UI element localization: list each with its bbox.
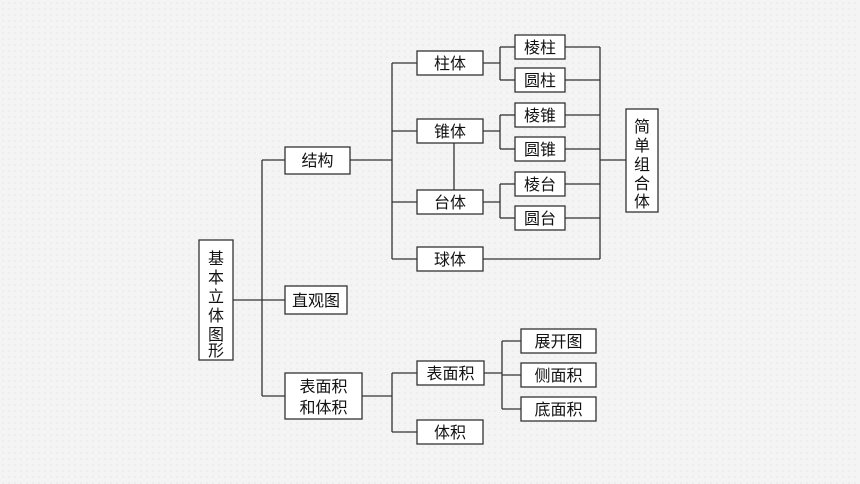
node-structure: 结构	[284, 146, 351, 175]
node-cone-label: 圆锥	[524, 140, 556, 159]
node-frustum-family: 台体	[416, 189, 484, 215]
root-char-1: 基	[208, 249, 224, 268]
node-cone-family: 锥体	[416, 118, 484, 144]
node-views: 直观图	[284, 285, 348, 315]
node-area-volume-line2: 和体积	[299, 398, 347, 417]
node-volume-label: 体积	[434, 423, 466, 442]
node-prism-family-label: 柱体	[434, 54, 466, 73]
node-sphere-label: 球体	[434, 250, 466, 269]
node-views-label: 直观图	[292, 291, 340, 310]
node-base-area-label: 底面积	[534, 400, 582, 419]
node-base-area: 底面积	[520, 396, 597, 422]
node-prism: 棱柱	[514, 34, 566, 60]
node-cone: 圆锥	[514, 136, 566, 162]
root-char-5: 图	[208, 325, 224, 344]
node-unfold: 展开图	[520, 328, 597, 354]
root-char-6: 形	[208, 341, 224, 360]
node-area-volume: 表面积 和体积	[284, 372, 363, 420]
node-pyramid-label: 棱锥	[524, 106, 556, 125]
node-surface-area: 表面积	[416, 360, 485, 386]
node-lateral-area-label: 侧面积	[534, 366, 582, 385]
root-char-4: 体	[208, 306, 224, 325]
node-surface-area-label: 表面积	[426, 364, 474, 383]
connectors	[233, 46, 626, 433]
root-char-3: 立	[208, 287, 224, 306]
node-structure-label: 结构	[301, 151, 333, 170]
node-sphere: 球体	[416, 246, 484, 272]
node-area-volume-line1: 表面积	[299, 377, 347, 396]
node-composite: 简 单 组 合 体	[625, 108, 659, 213]
node-frustum-family-label: 台体	[434, 193, 466, 212]
composite-char-3: 组	[634, 155, 650, 174]
node-prism-family: 柱体	[416, 50, 484, 76]
node-lateral-area: 侧面积	[520, 362, 597, 388]
node-cone-frustum: 圆台	[514, 205, 566, 231]
composite-char-5: 体	[634, 192, 650, 211]
node-root: 基 本 立 体 图 形	[198, 239, 234, 361]
node-cylinder: 圆柱	[514, 67, 566, 93]
node-cylinder-label: 圆柱	[524, 71, 556, 90]
node-prism-frustum-label: 棱台	[524, 175, 556, 194]
composite-char-2: 单	[634, 136, 650, 155]
node-unfold-label: 展开图	[534, 332, 582, 351]
composite-char-1: 简	[634, 117, 650, 136]
node-prism-label: 棱柱	[524, 38, 556, 57]
node-cone-frustum-label: 圆台	[524, 209, 556, 228]
node-volume: 体积	[416, 419, 484, 445]
node-pyramid: 棱锥	[514, 102, 566, 128]
root-char-2: 本	[208, 268, 224, 287]
node-cone-family-label: 锥体	[434, 122, 466, 141]
node-prism-frustum: 棱台	[514, 171, 566, 197]
composite-char-4: 合	[634, 174, 650, 193]
